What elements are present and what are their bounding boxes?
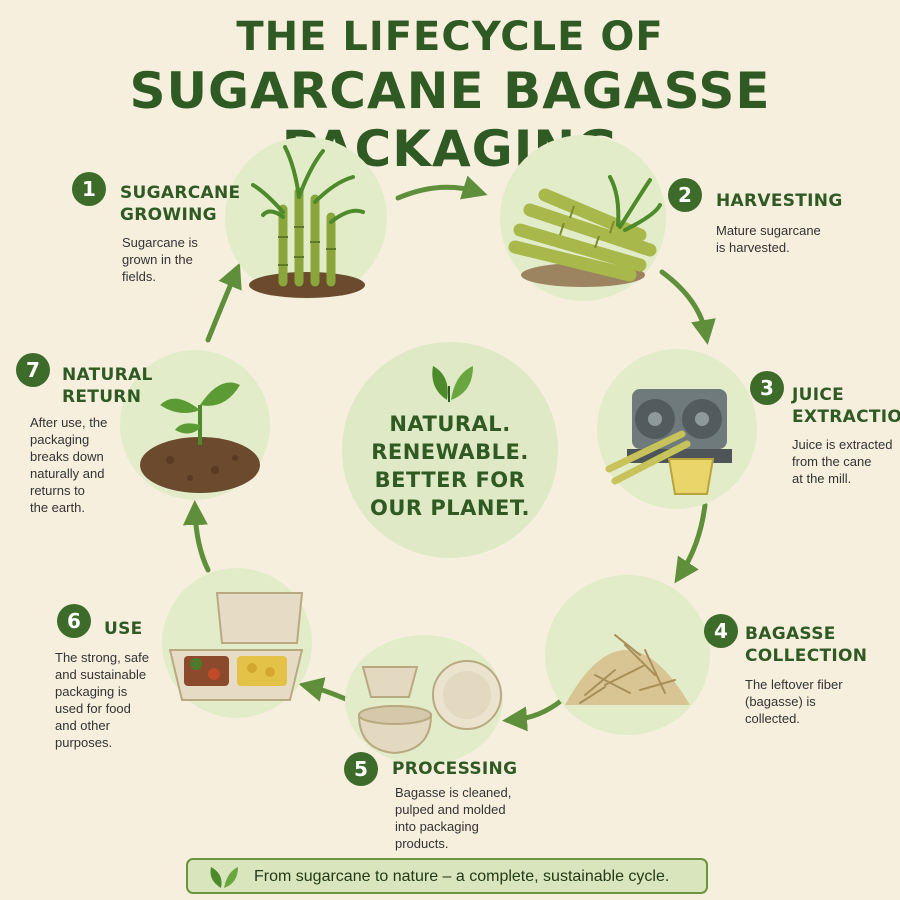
arrow-7-to-1 bbox=[205, 262, 242, 343]
arrow-6-to-7 bbox=[182, 500, 211, 573]
step-3-number: 3 bbox=[750, 371, 784, 405]
molded-containers-icon bbox=[357, 660, 502, 755]
step-2-title: HARVESTING bbox=[716, 191, 843, 211]
leaf-icon bbox=[210, 867, 238, 888]
fiber-pile-icon bbox=[565, 634, 690, 705]
arrow-4-to-5 bbox=[502, 697, 565, 732]
sugarcane-plant-icon bbox=[249, 145, 365, 298]
step-7-number: 7 bbox=[16, 353, 50, 387]
arrow-1-to-2 bbox=[395, 175, 488, 201]
arrow-2-to-3 bbox=[659, 269, 716, 345]
footer-banner: From sugarcane to nature – a complete, s… bbox=[186, 858, 708, 894]
title-line-1: THE LIFECYCLE OF bbox=[236, 14, 664, 60]
cane-mill-icon bbox=[605, 389, 732, 495]
center-line-3: BETTER FOR bbox=[374, 468, 526, 492]
step-4-circle bbox=[545, 575, 710, 735]
food-container-icon bbox=[168, 592, 304, 701]
center-line-1: NATURAL. bbox=[389, 412, 511, 436]
step-6-title: USE bbox=[104, 619, 143, 639]
leaf-icon bbox=[432, 366, 473, 402]
step-2-circle bbox=[500, 135, 666, 301]
step-7-circle bbox=[120, 350, 270, 500]
step-6-number: 6 bbox=[57, 604, 91, 638]
step-3-circle bbox=[597, 349, 757, 509]
center-line-2: RENEWABLE. bbox=[371, 440, 529, 464]
center-message: NATURAL. RENEWABLE. BETTER FOR OUR PLANE… bbox=[342, 342, 558, 558]
step-4-number: 4 bbox=[704, 614, 738, 648]
arrow-3-to-4 bbox=[674, 502, 708, 584]
step-3-title: JUICEEXTRACTION bbox=[792, 385, 900, 427]
step-5-number: 5 bbox=[344, 752, 378, 786]
seedling-icon bbox=[140, 382, 260, 493]
harvested-cane-icon bbox=[508, 175, 662, 287]
step-6-circle bbox=[162, 568, 312, 718]
arrow-5-to-6 bbox=[298, 677, 351, 703]
step-5-title: PROCESSING bbox=[392, 759, 518, 779]
footer-text: From sugarcane to nature – a complete, s… bbox=[254, 868, 670, 885]
center-line-4: OUR PLANET. bbox=[370, 496, 530, 520]
step-2-number: 2 bbox=[668, 178, 702, 212]
step-1-number: 1 bbox=[72, 172, 106, 206]
step-1-circle bbox=[225, 137, 387, 299]
step-5-circle bbox=[345, 635, 503, 765]
